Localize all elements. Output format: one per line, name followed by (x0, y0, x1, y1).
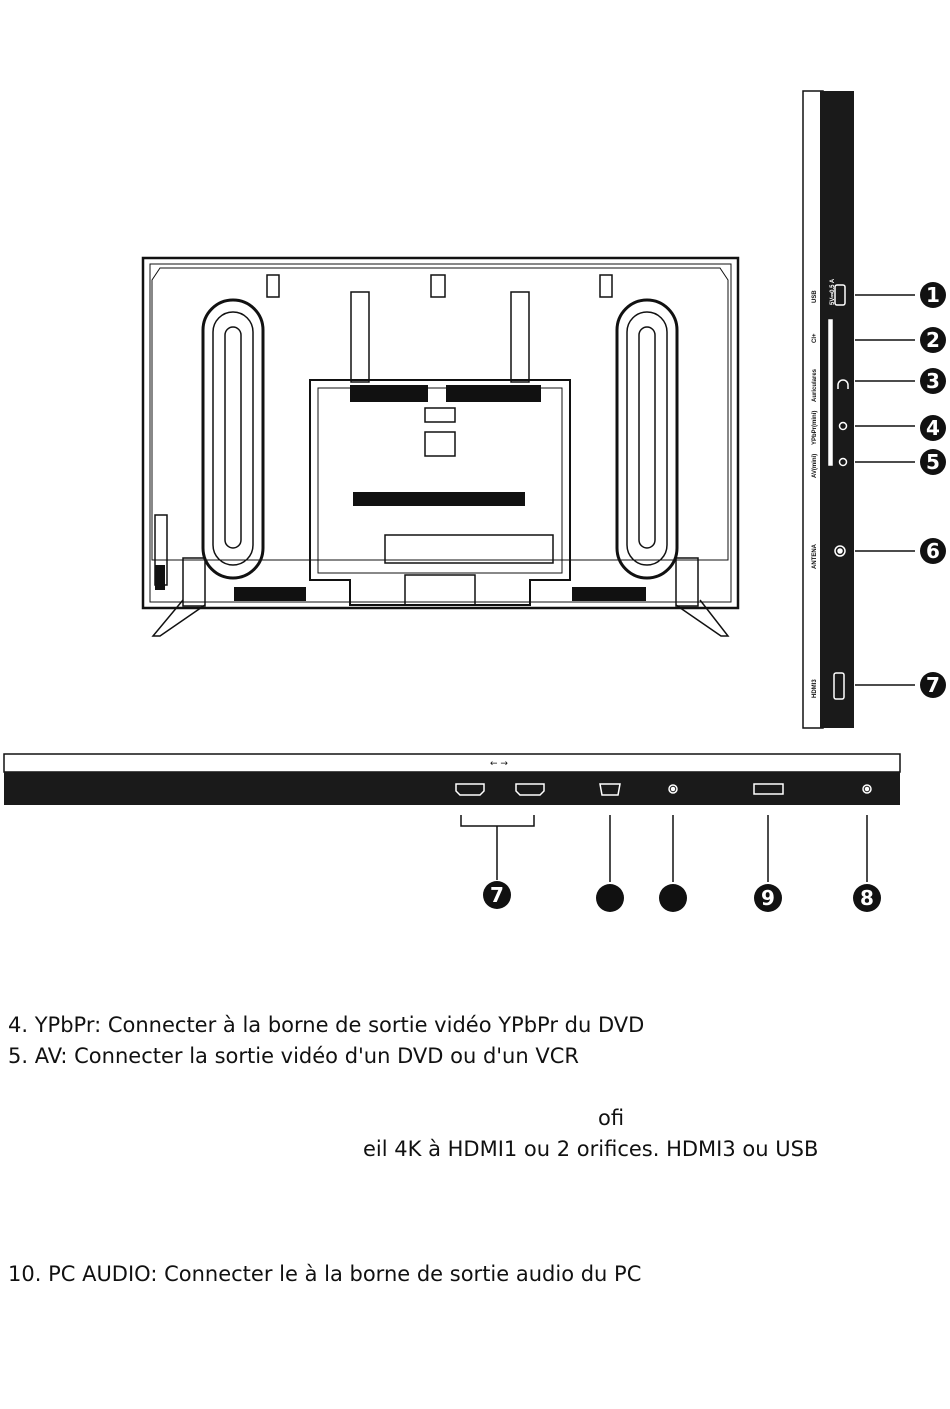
description-fragment-a: ofi (598, 1106, 625, 1130)
ci-label: CI+ (812, 333, 818, 343)
bottom-leader-lines (460, 815, 868, 882)
callout-scart: 9 (761, 886, 775, 910)
ci-slot[interactable] (828, 319, 833, 466)
hdmi3-label: HDMI3 (812, 679, 818, 698)
description-fragment-b: eil 4K à HDMI1 ou 2 orifices. HDMI3 ou U… (363, 1137, 819, 1161)
pc-audio-jack[interactable] (668, 784, 678, 794)
hdmi2-port[interactable] (515, 783, 545, 796)
callout-2: 2 (926, 328, 940, 352)
bottom-panel: ← → (3, 753, 901, 805)
ypbpr-jack[interactable] (838, 421, 848, 431)
callout-4: 4 (926, 416, 940, 440)
description-line-4: 4. YPbPr: Connecter à la borne de sortie… (8, 1013, 645, 1037)
callout-1: 1 (926, 283, 940, 307)
av-label: AV(mini) (812, 454, 818, 478)
side-panel (802, 90, 854, 729)
callout-3: 3 (926, 369, 940, 393)
audio-out-jack[interactable] (862, 784, 872, 794)
callout-audio-out: 8 (860, 886, 874, 910)
hdmi3-port[interactable] (833, 672, 845, 700)
ypbpr-label: YPbPr(mini) (812, 411, 818, 445)
side-leader-lines (855, 294, 915, 686)
scart-port[interactable] (753, 783, 784, 795)
headphones-label: Auriculares (812, 368, 818, 402)
antenna-port[interactable] (834, 545, 846, 557)
side-port-labels: USB 5V⎓0.5 A CI+ Auriculares YPbPr(mini)… (812, 278, 836, 698)
usb-rating-label: 5V⎓0.5 A (830, 278, 836, 305)
side-callouts: 1 2 3 4 5 6 7 (920, 282, 946, 698)
usb-label: USB (812, 290, 818, 303)
antenna-label: ANTENA (812, 543, 818, 569)
tv-vent-slots (155, 385, 646, 601)
vga-port[interactable] (599, 783, 621, 796)
headphone-icon (837, 379, 849, 389)
bottom-ports (455, 783, 872, 796)
hdmi-direction-arrows: ← → (490, 759, 508, 769)
callout-hdmi: 7 (490, 883, 504, 907)
usb-port[interactable] (834, 284, 846, 306)
side-ports (828, 284, 849, 700)
callout-6: 6 (926, 539, 940, 563)
callout-7: 7 (926, 673, 940, 697)
description-line-5: 5. AV: Connecter la sortie vidéo d'un DV… (8, 1044, 579, 1068)
av-jack[interactable] (838, 457, 848, 467)
description-line-10: 10. PC AUDIO: Connecter le à la borne de… (8, 1262, 642, 1286)
callout-5: 5 (926, 450, 940, 474)
tv-diagram: USB 5V⎓0.5 A CI+ Auriculares YPbPr(mini)… (3, 90, 946, 912)
tv-back-view (141, 256, 740, 637)
hdmi1-port[interactable] (455, 783, 485, 796)
bottom-callouts: 7 9 8 (483, 881, 881, 912)
